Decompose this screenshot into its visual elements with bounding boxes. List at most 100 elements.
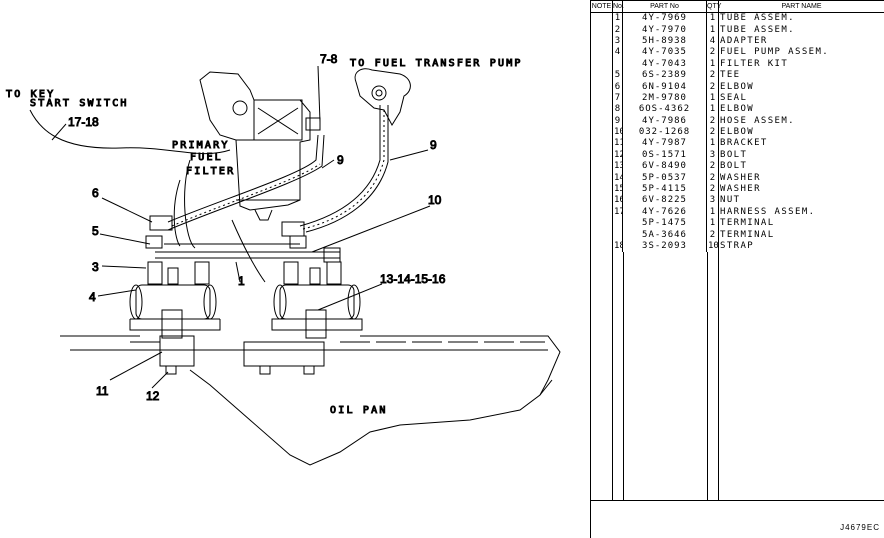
qty-cell: 2: [706, 229, 719, 241]
note-cell: [590, 81, 613, 93]
part-no-cell: 4Y-7035: [622, 47, 707, 59]
note-cell: [590, 172, 613, 184]
part-name-cell: HARNESS ASSEM.: [718, 206, 884, 219]
qty-cell: 4: [706, 35, 719, 48]
note-cell: [590, 47, 613, 59]
callout-17-18: 17-18: [68, 115, 99, 129]
hose-assembly: [167, 105, 389, 233]
no-cell: 13: [612, 161, 623, 173]
part-name-cell: TEE: [718, 69, 884, 82]
part-no-cell: 5P-4115: [622, 183, 707, 196]
primary-label: PRIMARY: [172, 140, 230, 151]
part-name-cell: TUBE ASSEM.: [718, 12, 884, 25]
part-name-cell: BRACKET: [718, 138, 884, 150]
part-no-cell: 4Y-7986: [622, 115, 707, 127]
header-no: No.: [612, 0, 624, 13]
no-cell: 15: [612, 183, 623, 196]
callout-9a: 9: [337, 153, 344, 167]
part-no-cell: 4Y-7970: [622, 24, 707, 36]
no-cell: 4: [612, 47, 623, 59]
no-cell: 18: [612, 240, 623, 253]
filter-label: FILTER: [186, 166, 235, 177]
reference-code: J4679EC: [840, 523, 880, 532]
qty-cell: 2: [706, 172, 719, 184]
part-no-cell: 4Y-7626: [622, 206, 707, 219]
note-cell: [590, 12, 613, 25]
parts-list-filler: [590, 252, 884, 500]
callout-11: 11: [96, 384, 109, 398]
fuel-pump-left: [129, 284, 221, 339]
part-name-cell: TERMINAL: [718, 229, 884, 241]
qty-cell: 1: [706, 104, 719, 116]
callout-6: 6: [92, 186, 99, 200]
part-name-cell: WASHER: [718, 183, 884, 196]
qty-cell: 3: [706, 149, 719, 162]
part-no-cell: 3S-2093: [622, 240, 707, 253]
part-name-cell: BOLT: [718, 149, 884, 162]
part-no-cell: 032-1268: [622, 126, 707, 139]
no-cell: 2: [612, 24, 623, 36]
note-cell: [590, 161, 613, 173]
oil-pan: [60, 335, 561, 466]
no-cell: [612, 229, 623, 241]
harness: [29, 109, 266, 283]
qty-cell: 1: [706, 12, 719, 25]
part-name-cell: ELBOW: [718, 126, 884, 139]
part-no-cell: 4Y-7969: [622, 12, 707, 25]
note-cell: [590, 69, 613, 82]
qty-cell: 1: [706, 206, 719, 219]
note-cell: [590, 240, 613, 253]
note-cell: [590, 115, 613, 127]
part-name-cell: STRAP: [718, 240, 884, 253]
no-cell: 14: [612, 172, 623, 184]
part-no-cell: 6V-8225: [622, 195, 707, 207]
part-name-cell: FILTER KIT: [718, 58, 884, 70]
part-no-cell: 5H-8938: [622, 35, 707, 48]
part-name-cell: ADAPTER: [718, 35, 884, 48]
no-cell: 17: [612, 206, 623, 219]
fuel-transfer-pump: [354, 68, 411, 127]
part-name-cell: SEAL: [718, 92, 884, 105]
note-cell: [590, 92, 613, 105]
qty-cell: 1: [706, 24, 719, 36]
qty-cell: 1: [706, 218, 719, 230]
note-cell: [590, 24, 613, 36]
no-cell: [612, 58, 623, 70]
note-cell: [590, 35, 613, 48]
bracket: [159, 335, 325, 375]
qty-cell: 2: [706, 81, 719, 93]
fuel-pump-right: [271, 284, 363, 339]
no-cell: 10: [612, 126, 623, 139]
note-cell: [590, 229, 613, 241]
callout-13-16: 13-14-15-16: [380, 272, 446, 286]
tube-assembly: [145, 235, 341, 263]
part-no-cell: 6N-9104: [622, 81, 707, 93]
callout-12: 12: [146, 389, 160, 403]
no-cell: 12: [612, 149, 623, 162]
header-qty: QTY: [706, 0, 721, 13]
part-name-cell: ELBOW: [718, 81, 884, 93]
no-cell: 11: [612, 138, 623, 150]
callout-10: 10: [428, 193, 442, 207]
qty-cell: 2: [706, 47, 719, 59]
elbow-fittings: [149, 215, 305, 237]
part-name-cell: HOSE ASSEM.: [718, 115, 884, 127]
note-cell: [590, 104, 613, 116]
callout-4: 4: [89, 290, 96, 304]
no-cell: 16: [612, 195, 623, 207]
